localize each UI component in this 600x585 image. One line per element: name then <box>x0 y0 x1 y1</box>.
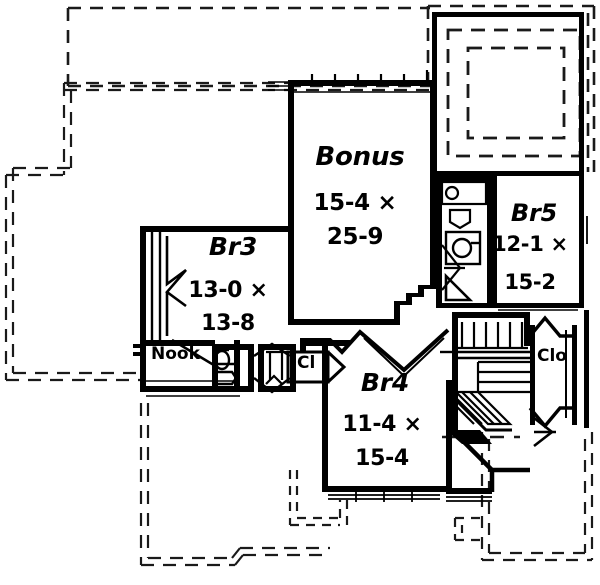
eave-hatch-left <box>268 81 288 91</box>
stair-mid-treads <box>476 360 530 394</box>
linen-closet-shelves <box>265 350 288 385</box>
clo-bottom-angled <box>528 406 577 429</box>
lower-floor-outline-dashed <box>66 6 430 88</box>
lower-floor-outline-double-bottomright <box>480 432 594 562</box>
walls-nook <box>140 340 240 392</box>
walls-br5 <box>492 176 584 308</box>
walls-bonus-room <box>288 80 436 325</box>
upper-bath-door-triangle <box>444 272 474 302</box>
landing-solid-infill <box>446 430 492 444</box>
bathtub-fixture <box>440 180 488 206</box>
lower-floor-outline-double-upper <box>6 81 430 177</box>
stair-enclosure-walls <box>452 312 530 430</box>
walls-cl-closet-outer <box>300 340 350 352</box>
br4-angled-walls <box>300 328 450 373</box>
clo-lower-door <box>533 416 556 448</box>
sink-fixture-center <box>214 370 238 386</box>
br3-closet-door-swing <box>165 236 187 336</box>
upper-bath-door-swing <box>441 244 465 291</box>
br4-bottom-windows <box>328 492 440 502</box>
toilet-fixture-center <box>213 348 231 371</box>
lower-floor-outline-double-left <box>4 168 145 382</box>
walls-clo-closet <box>530 310 589 428</box>
tray-ceiling-dashed-rings <box>446 28 582 158</box>
hall-window-bottom <box>446 496 492 502</box>
cl-closet-door-arrow <box>326 350 347 384</box>
br4-angled-wall-inner <box>363 337 445 378</box>
br5-right-window <box>582 216 588 244</box>
stair-upper-treads <box>458 322 528 350</box>
dashed-notch-bottom <box>288 470 482 542</box>
walls-top-right <box>432 12 584 176</box>
walls-upper-bath <box>436 176 492 308</box>
br3-closet-doors <box>150 232 162 340</box>
hall-wall-bottom <box>446 488 492 494</box>
lower-floor-outline-double-bottom <box>139 403 330 567</box>
upper-bath-vanity <box>448 208 472 230</box>
toilet-fixture-upper <box>444 230 482 266</box>
walls-br3 <box>140 226 290 346</box>
walls-linen-closet <box>258 344 296 392</box>
knee-wall-ticks <box>310 70 429 82</box>
stair-handrail <box>440 350 530 360</box>
clo-top-angled <box>528 315 577 338</box>
walls-center-bath <box>212 344 254 392</box>
bonus-top-right-corner <box>430 176 436 184</box>
nook-left-window <box>133 344 141 356</box>
walls-br4 <box>322 346 452 492</box>
stair-winder-outline <box>450 388 512 432</box>
